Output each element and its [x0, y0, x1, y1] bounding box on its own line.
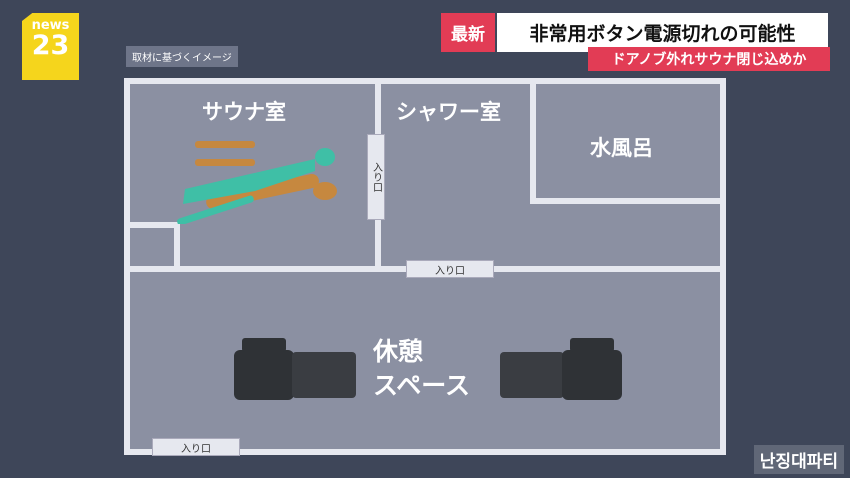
latest-badge: 最新: [441, 13, 495, 52]
image-note: 取材に基づくイメージ: [126, 46, 238, 67]
rest-space-label-1: 休憩: [373, 337, 424, 366]
orange-figure: [195, 141, 337, 210]
sauna-room-label: サウナ室: [202, 100, 286, 124]
main-entrance-door: 入り口: [152, 438, 240, 456]
lounge-chair-right: [500, 338, 622, 400]
headline-title: 非常用ボタン電源切れの可能性: [497, 13, 828, 52]
wall: [530, 198, 720, 204]
shower-room-label: シャワー室: [396, 100, 501, 124]
wall: [130, 222, 180, 228]
wall: [174, 222, 180, 270]
teal-figure: [177, 148, 335, 224]
wall: [530, 84, 536, 204]
floor-plan: サウナ室 シャワー室 水風呂 休憩 スペース 入り口 入り口 入り口: [124, 78, 726, 456]
lounge-chair-left: [234, 338, 356, 400]
cold-bath-label: 水風呂: [590, 136, 653, 160]
rest-space-label-2: スペース: [373, 371, 471, 400]
collapsed-figures-illustration: [177, 141, 337, 224]
sauna-door: 入り口: [367, 134, 385, 220]
shower-door: 入り口: [406, 260, 494, 278]
headline-subtitle: ドアノブ外れサウナ閉じ込めか: [588, 47, 830, 71]
watermark: 난징대파티: [753, 445, 844, 474]
